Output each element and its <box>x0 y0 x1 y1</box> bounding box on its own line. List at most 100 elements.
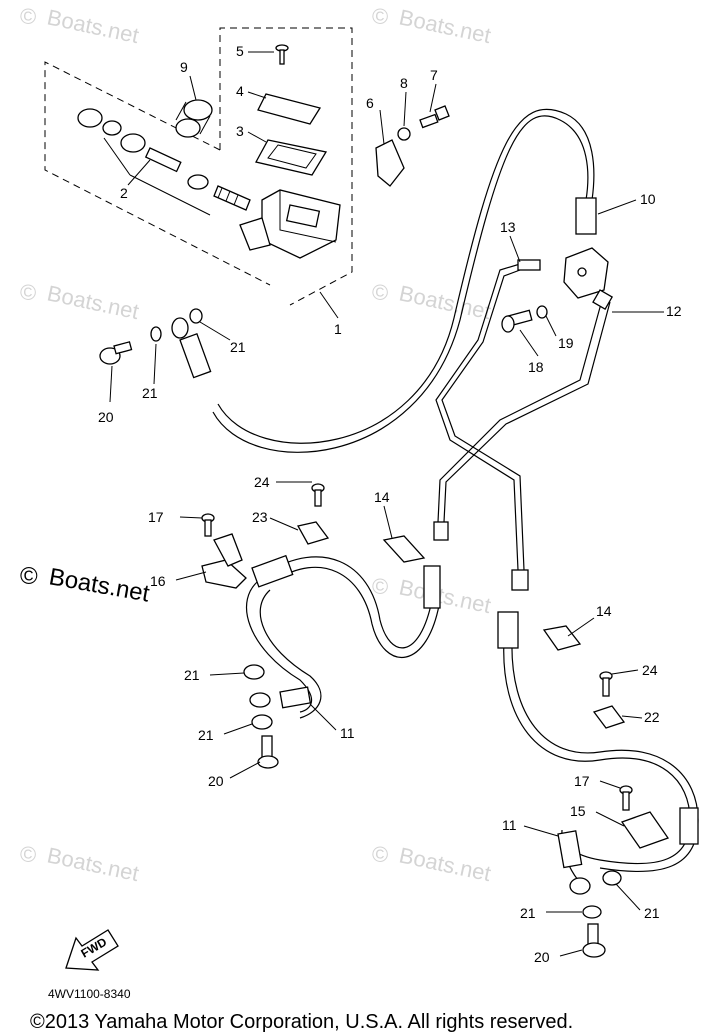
screw-part <box>275 44 289 65</box>
watermark: Boats.net <box>397 574 493 618</box>
hose-sleeve-left <box>251 554 294 588</box>
master-cylinder-body <box>239 189 341 259</box>
hose-fitting-left <box>423 565 441 609</box>
callout-19: 19 <box>558 335 574 351</box>
callout-18: 18 <box>528 359 544 375</box>
clip-14a <box>382 535 426 563</box>
watermark: Boats.net <box>397 4 493 48</box>
union-bolt-18 <box>501 309 533 333</box>
banjo-eye <box>171 317 189 339</box>
piston-kit-parts <box>77 108 251 216</box>
callout-23: 23 <box>252 509 268 525</box>
reservoir-cap <box>257 93 322 125</box>
callout-3: 3 <box>236 123 244 139</box>
washer-21a <box>189 308 203 324</box>
bolt-part-7 <box>419 105 450 129</box>
callout-7: 7 <box>430 67 438 83</box>
callout-22: 22 <box>644 709 660 725</box>
dashed-box-1 <box>219 27 353 306</box>
copyright-notice: ©2013 Yamaha Motor Corporation, U.S.A. A… <box>30 1011 573 1033</box>
watermark-bold: Boats.net <box>47 563 152 607</box>
washer-21c <box>243 664 265 680</box>
hose-sleeve-right <box>679 807 699 845</box>
callout-6: 6 <box>366 95 374 111</box>
clip-14b <box>542 625 582 651</box>
callout-14-b: 14 <box>596 603 612 619</box>
callout-21-b: 21 <box>142 385 158 401</box>
right-hose <box>503 639 691 865</box>
brake-lines <box>99 108 614 591</box>
washer-21d <box>251 714 273 730</box>
watermark-symbol-bold: © <box>20 563 38 590</box>
washer-21b <box>150 326 162 342</box>
callout-5: 5 <box>236 43 244 59</box>
callout-15: 15 <box>570 803 586 819</box>
callout-24-b: 24 <box>642 662 658 678</box>
hose-end-fitting <box>179 333 212 379</box>
callout-24-a: 24 <box>254 474 270 490</box>
boot-part <box>175 99 213 138</box>
watermark-symbol: © <box>372 842 388 867</box>
callout-11-a: 11 <box>340 725 355 741</box>
washer <box>397 127 411 141</box>
union-bolt-20b <box>257 735 279 769</box>
clamp-23 <box>297 521 330 545</box>
callout-10: 10 <box>640 191 656 207</box>
bolt-24b <box>599 671 613 697</box>
bolt-17a <box>201 513 215 537</box>
callout-17-a: 17 <box>148 509 164 525</box>
callouts: 9 5 4 3 2 6 8 7 10 13 12 19 18 1 21 21 2… <box>98 43 682 965</box>
hose-fitting-10 <box>575 197 597 235</box>
callout-2: 2 <box>120 185 128 201</box>
brake-pipe-12 <box>437 299 603 523</box>
watermark: Boats.net <box>397 280 493 324</box>
left-hose-lower <box>245 577 313 713</box>
diaphragm <box>255 139 328 176</box>
callout-21-f: 21 <box>520 905 536 921</box>
callout-13: 13 <box>500 219 516 235</box>
callout-20-c: 20 <box>534 949 550 965</box>
hose-banjo-left <box>279 686 312 709</box>
watermark: Boats.net <box>45 842 141 886</box>
watermark-symbol: © <box>372 574 388 599</box>
holder-clamp <box>375 139 405 187</box>
banjo-eye-right <box>569 877 591 895</box>
pipe-nut-13b <box>511 569 529 591</box>
master-cylinder-group <box>44 27 450 306</box>
washer-19 <box>536 305 548 319</box>
dashed-box-2 <box>44 61 271 286</box>
left-hose-upper <box>267 556 433 649</box>
callout-21-d: 21 <box>198 727 214 743</box>
left-brake-hose <box>201 483 441 769</box>
union-bolt-20c <box>582 923 606 958</box>
diagram-code: 4WV1100-8340 <box>48 987 131 1001</box>
washer-21e <box>602 870 622 886</box>
callout-1: 1 <box>334 321 342 337</box>
callout-14-a: 14 <box>374 489 390 505</box>
pipe-nut-13 <box>517 259 541 271</box>
bracket-16 <box>201 559 247 589</box>
banjo-eye-left <box>249 692 271 708</box>
bolt-24a <box>311 483 325 507</box>
watermark-symbol: © <box>20 842 36 867</box>
callout-21-a: 21 <box>230 339 246 355</box>
bolt-17b <box>619 785 633 811</box>
callout-9: 9 <box>180 59 188 75</box>
callout-4: 4 <box>236 83 244 99</box>
callout-21-c: 21 <box>184 667 200 683</box>
callout-21-e: 21 <box>644 905 660 921</box>
leader-lines <box>109 51 664 957</box>
callout-8: 8 <box>400 75 408 91</box>
fwd-arrow: FWD <box>65 929 119 971</box>
union-bolt-20a <box>99 341 133 365</box>
right-brake-hose <box>497 611 699 958</box>
callout-20-a: 20 <box>98 409 114 425</box>
watermark-symbol: © <box>372 4 388 29</box>
watermark-symbol: © <box>20 4 36 29</box>
watermark: Boats.net <box>397 842 493 886</box>
hose-fitting-right <box>497 611 519 649</box>
watermark: Boats.net <box>45 280 141 324</box>
watermark-symbol: © <box>372 280 388 305</box>
brake-pipe-13 <box>435 263 521 571</box>
